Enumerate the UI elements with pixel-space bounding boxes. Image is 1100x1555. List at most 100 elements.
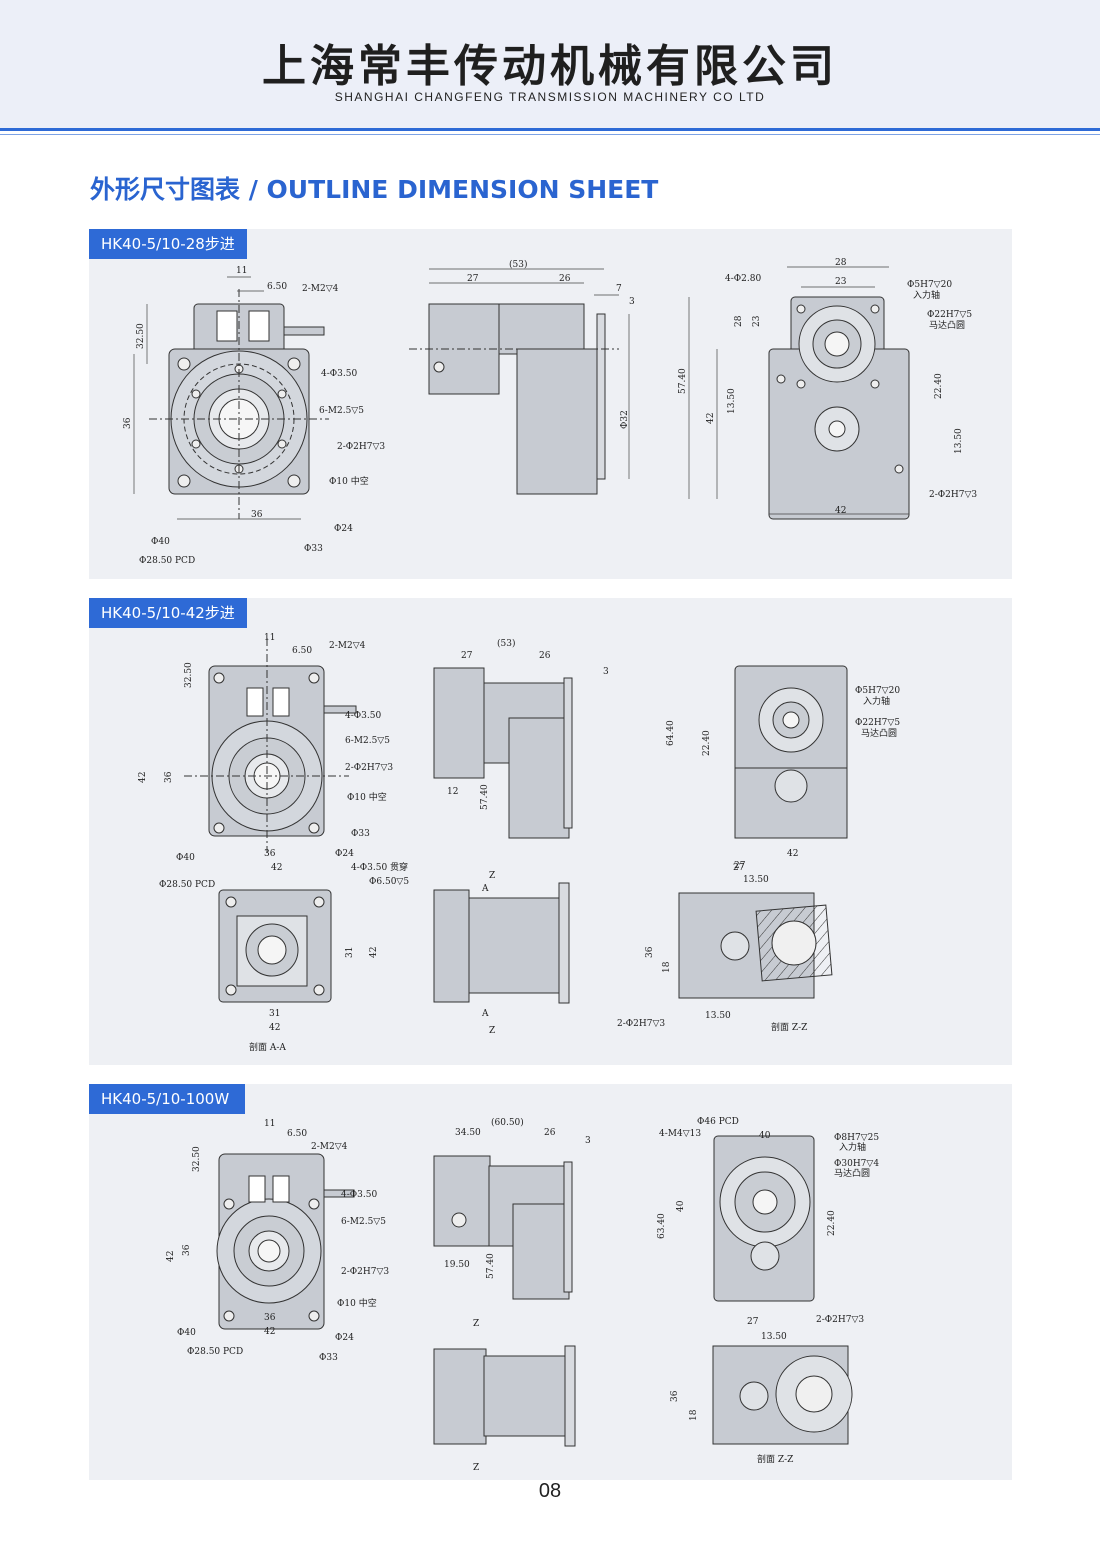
aa-label: 剖面 A-A [249,1041,286,1053]
section-z-z [712,1345,853,1445]
company-name-en: SHANGHAI CHANGFENG TRANSMISSION MACHINER… [334,90,766,104]
rear-v64-40: 64.40 [666,720,676,746]
side-dim-3: 3 [603,667,609,677]
z-mark-top: Z [489,871,495,881]
callout-m2: 2-M2▽4 [311,1142,348,1152]
dim-42-bottom: 42 [264,1327,275,1337]
zz-v36: 36 [670,1390,680,1402]
front-view [184,638,357,853]
dim-36: 36 [182,1244,192,1256]
rear-v22-40: 22.40 [934,373,944,399]
side-dim-53: (53) [497,638,515,649]
rear-v40: 40 [676,1200,686,1212]
rear-callout-m4: 4-M4▽13 [659,1129,701,1139]
callout-holes: 4-Φ3.50 [321,369,357,379]
header-rule-thin [0,134,1100,135]
callout-phi33: Φ33 [319,1353,338,1363]
section-hk40-42-stepper: HK40-5/10-42步进 11 6.50 2-M2▽4 32.50 4-Φ3… [89,598,1012,1065]
front-dims [133,276,301,520]
sheet-title: 外形尺寸图表 / OUTLINE DIMENSION SHEET [90,175,659,204]
callout-phi24: Φ24 [334,524,353,534]
side-dim-7: 7 [616,284,622,294]
rear-v57-40: 57.40 [678,368,688,394]
drawing-hk40-42: 11 6.50 2-M2▽4 32.50 4-Φ3.50 6-M2.5▽5 2-… [138,633,900,1053]
rear-callout-shaft-label: 入力轴 [839,1141,866,1153]
dim-11: 11 [236,266,247,276]
front-view [216,1153,355,1330]
dim-6-50: 6.50 [287,1129,307,1139]
rear-v23: 23 [752,315,762,327]
rear-callout-shaft: Φ5H7▽20 [907,280,952,290]
rear-dim-42: 42 [835,506,846,516]
aa-callout-holes: 4-Φ3.50 贯穿 [351,861,408,873]
dim-36: 36 [164,771,174,783]
dim-6-50: 6.50 [292,646,312,656]
rear-dim-23: 23 [835,277,847,287]
zz-dim-27: 27 [733,863,745,873]
callout-holes: 4-Φ3.50 [341,1190,377,1200]
rear-v13-50: 13.50 [727,388,737,414]
callout-m25: 6-M2.5▽5 [345,736,390,746]
section-a-a [218,889,332,1003]
z-mark-bottom: Z [473,1463,479,1473]
rear-v22-40: 22.40 [702,730,712,756]
callout-m25: 6-M2.5▽5 [319,406,364,416]
company-name-cn: 上海常丰传动机械有限公司 [262,41,838,92]
callout-bore: Φ10 中空 [347,791,387,803]
section-tag: HK40-5/10-42步进 [89,598,247,628]
z-mark-bottom: Z [489,1026,495,1036]
side-view [409,303,619,495]
zz-callout-pin: 2-Φ2H7▽3 [816,1315,864,1325]
side-view [433,1155,573,1300]
side-dim-12: 12 [447,787,458,797]
rear-view [713,1135,815,1302]
side-view [433,667,573,839]
dim-36-bottom: 36 [264,849,276,859]
dim-42-bottom: 42 [271,863,282,873]
rear-view [734,665,848,839]
zz-label: 剖面 Z-Z [771,1021,807,1033]
zz-v36: 36 [645,946,655,958]
rear-callout-boss-label: 马达凸圆 [861,727,897,739]
dim-36-bottom: 36 [251,510,263,520]
side-dim-53: (53) [509,259,527,270]
side-dim-60-50: (60.50) [491,1117,524,1128]
aa-d42: 42 [269,1023,280,1033]
section-side-view [433,1345,576,1447]
rear-view [768,296,910,520]
rear-dim-42: 42 [787,849,798,859]
a-mark-top: A [481,884,489,894]
aa-d31: 31 [269,1009,280,1019]
callout-pin: 2-Φ2H7▽3 [341,1267,389,1277]
section-hk40-100w: HK40-5/10-100W 11 6.50 2-M2▽4 32.50 4-Φ3… [89,1084,1012,1480]
side-dim-34-50: 34.50 [455,1128,481,1138]
rear-v22-40: 22.40 [827,1210,837,1236]
side-dim-26: 26 [544,1128,556,1138]
aa-v42: 42 [369,947,379,958]
section-side-view [433,882,570,1004]
callout-m25: 6-M2.5▽5 [341,1217,386,1227]
section-tag: HK40-5/10-100W [89,1084,245,1114]
a-mark-bottom: A [481,1009,489,1019]
side-dim-phi32: Φ32 [620,410,630,429]
side-v57-40: 57.40 [480,784,490,810]
callout-phi33: Φ33 [304,544,323,554]
dim-42: 42 [166,1251,176,1262]
side-v57-40: 57.40 [486,1253,496,1279]
rear-callout-boss: Φ30H7▽4 [834,1159,879,1169]
section-tag: HK40-5/10-28步进 [89,229,247,259]
zz-label: 剖面 Z-Z [757,1453,793,1465]
side-dim-26: 26 [539,651,551,661]
callout-bore: Φ10 中空 [337,1297,377,1309]
rear-callout-shaft: Φ8H7▽25 [834,1133,879,1143]
drawing-hk40-28: 11 6.50 2-M2▽4 32.50 36 4-Φ3.50 6-M2.5▽5… [123,258,977,566]
rear-callout-shaft-label: 入力轴 [913,289,940,301]
zz-dim-27: 27 [747,1317,759,1327]
rear-callout-shaft: Φ5H7▽20 [855,686,900,696]
zz-callout-pin: 2-Φ2H7▽3 [617,1019,665,1029]
side-dim-3: 3 [585,1136,591,1146]
callout-phi33: Φ33 [351,829,370,839]
callout-pin: 2-Φ2H7▽3 [345,763,393,773]
rear-callout-boss: Φ22H7▽5 [855,718,900,728]
rear-callout-boss-label: 马达凸圆 [834,1167,870,1179]
